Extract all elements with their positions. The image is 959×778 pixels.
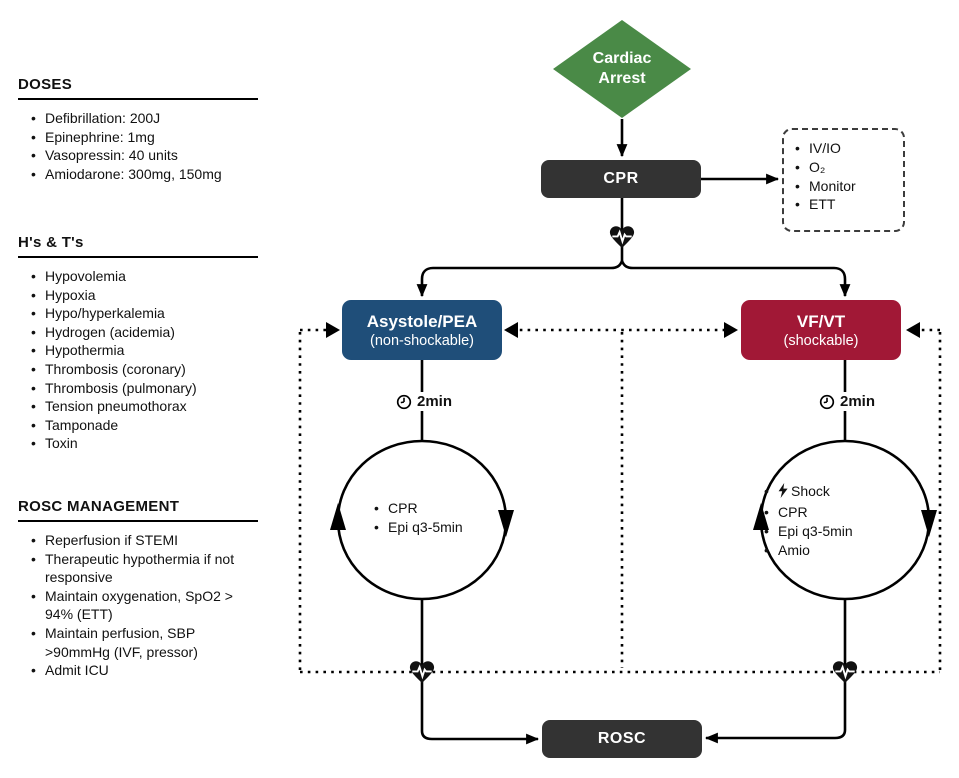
dotted-recheck-loop — [298, 328, 942, 674]
vf-vt-node: VF/VT (shockable) — [741, 300, 901, 360]
list-item: Maintain perfusion, SBP >90mmHg (IVF, pr… — [31, 624, 258, 661]
list-item: Thrombosis (pulmonary) — [31, 379, 258, 398]
adjuncts-box: IV/IO O₂ Monitor ETT — [782, 128, 905, 232]
cardiac-arrest-line2: Arrest — [598, 70, 646, 87]
list-item: Epi q3-5min — [764, 522, 853, 541]
clock-icon — [396, 394, 412, 409]
list-item: Reperfusion if STEMI — [31, 531, 258, 550]
list-item: CPR — [374, 499, 463, 518]
list-item: Defibrillation: 200J — [31, 109, 258, 128]
list-item: Hypothermia — [31, 341, 258, 360]
right-cycle-content: Shock CPR Epi q3-5min Amio — [764, 482, 853, 560]
asystole-pea-subtitle: (non-shockable) — [370, 332, 474, 349]
list-item: Tamponade — [31, 416, 258, 435]
list-item: Admit ICU — [31, 661, 258, 680]
clock-icon — [819, 394, 835, 409]
rosc-management-section: ROSC MANAGEMENT Reperfusion if STEMI The… — [18, 498, 258, 680]
asystole-pea-node: Asystole/PEA (non-shockable) — [342, 300, 502, 360]
list-item: Epinephrine: 1mg — [31, 128, 258, 147]
list-item: Shock — [764, 482, 853, 503]
list-item: Toxin — [31, 434, 258, 453]
doses-list: Defibrillation: 200J Epinephrine: 1mg Va… — [18, 109, 258, 183]
shock-label: Shock — [791, 483, 830, 499]
right-timer-label: 2min — [840, 393, 876, 410]
rosc-management-list: Reperfusion if STEMI Therapeutic hypothe… — [18, 531, 258, 680]
right-timer: 2min — [815, 392, 880, 411]
rosc-node: ROSC — [542, 720, 702, 758]
vf-vt-title: VF/VT — [796, 311, 846, 331]
list-item: Hypovolemia — [31, 267, 258, 286]
doses-title: DOSES — [18, 76, 258, 100]
list-item: Therapeutic hypothermia if not responsiv… — [31, 550, 258, 587]
left-cycle-content: CPR Epi q3-5min — [374, 499, 463, 537]
list-item: Maintain oxygenation, SpO2 > 94% (ETT) — [31, 587, 258, 624]
left-timer-label: 2min — [417, 393, 453, 410]
list-item: Amio — [764, 541, 853, 560]
cpr-node: CPR — [541, 160, 701, 198]
hs-ts-section: H's & T's Hypovolemia Hypoxia Hypo/hyper… — [18, 234, 258, 453]
list-item: CPR — [764, 503, 853, 522]
list-item: Vasopressin: 40 units — [31, 146, 258, 165]
list-item: Hypoxia — [31, 286, 258, 305]
list-item: IV/IO — [795, 139, 903, 158]
list-item: Hydrogen (acidemia) — [31, 323, 258, 342]
left-timer: 2min — [392, 392, 457, 411]
list-item: Epi q3-5min — [374, 518, 463, 537]
hs-ts-title: H's & T's — [18, 234, 258, 258]
doses-section: DOSES Defibrillation: 200J Epinephrine: … — [18, 76, 258, 183]
list-item: O₂ — [795, 158, 903, 177]
vf-vt-subtitle: (shockable) — [783, 332, 859, 349]
list-item: ETT — [795, 195, 903, 214]
list-item: Monitor — [795, 177, 903, 196]
dotted-arrowheads — [326, 322, 920, 338]
cycle-arrowheads — [330, 503, 937, 537]
list-item: Amiodarone: 300mg, 150mg — [31, 165, 258, 184]
list-item: Tension pneumothorax — [31, 397, 258, 416]
rosc-management-title: ROSC MANAGEMENT — [18, 498, 258, 522]
shock-bolt-icon — [778, 483, 788, 503]
hs-ts-list: Hypovolemia Hypoxia Hypo/hyperkalemia Hy… — [18, 267, 258, 453]
cardiac-arrest-line1: Cardiac — [592, 50, 652, 67]
list-item: Thrombosis (coronary) — [31, 360, 258, 379]
list-item: Hypo/hyperkalemia — [31, 304, 258, 323]
asystole-pea-title: Asystole/PEA — [366, 311, 478, 331]
adjuncts-list: IV/IO O₂ Monitor ETT — [784, 130, 903, 214]
